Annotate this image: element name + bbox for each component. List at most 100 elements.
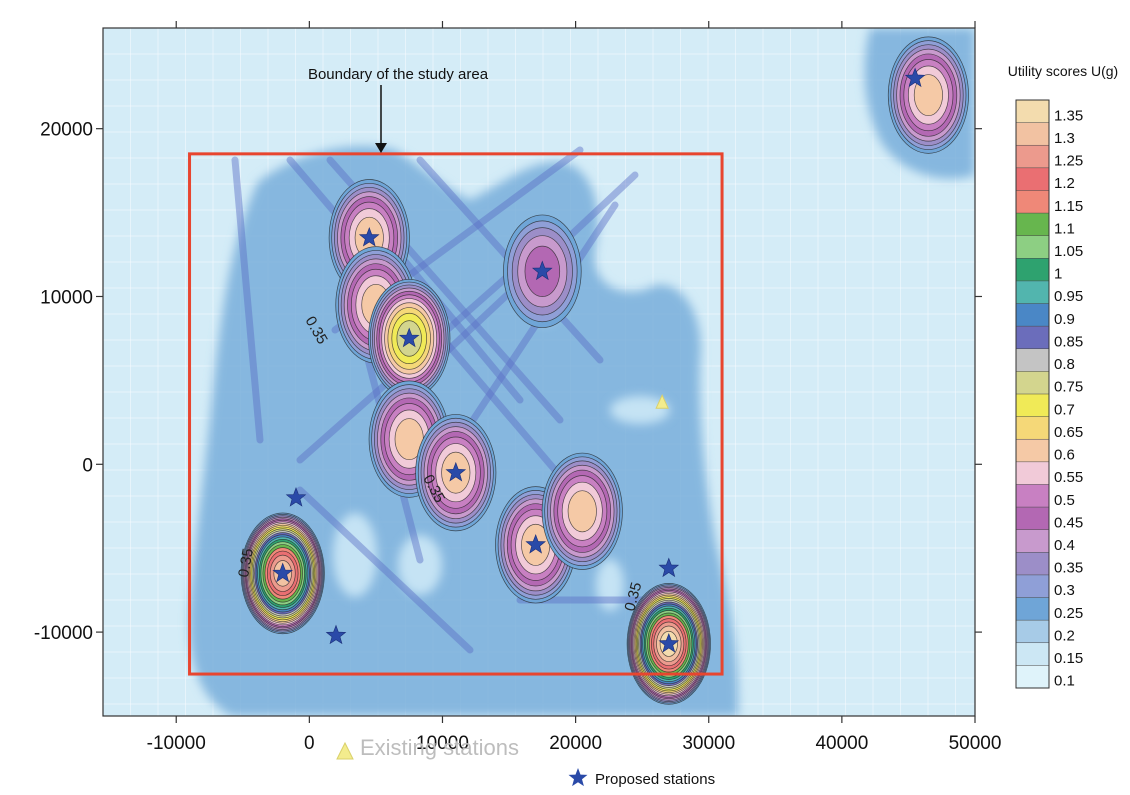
colorbar-label: 0.5 [1054,492,1075,509]
colorbar-label: 0.65 [1054,424,1083,441]
proposed-station-marker [904,67,926,88]
hole-2 [398,535,442,595]
colorbar-label: 0.7 [1054,401,1075,418]
proposed-station-marker [525,533,547,554]
contour-holes [333,307,670,611]
plot-frame [102,27,976,717]
hotspot [415,414,497,532]
colorbar-swatch [1016,574,1049,598]
colorbar-swatch [1016,665,1049,688]
axes: -10000 0 10000 20000 30000 40000 50000 -10000 0 1… [34,21,1002,754]
x-tick-label: 0 [304,733,315,754]
hole-5 [610,396,670,424]
proposed-station-marker [285,487,307,507]
colorbar: 1.35 1.3 1.25 1.2 1.15 1.1 1.05 1 0.95 0.9 0.85 0.8… [1015,99,1083,690]
colorbar-label: 0.25 [1054,605,1083,622]
proposed-station-marker [445,461,467,482]
x-tick-label: 30000 [682,733,735,754]
colorbar-label: 1.2 [1054,175,1075,192]
colorbar-label: 1.05 [1054,243,1083,260]
colorbar-swatch [1016,303,1049,327]
colorbar-label: 1.15 [1054,198,1083,215]
colorbar-swatch [1016,461,1049,485]
y-tick-label: 0 [82,455,93,476]
x-tick-label: 10000 [416,733,469,754]
colorbar-swatch [1016,145,1049,168]
colorbar-swatch [1016,394,1049,417]
colorbar-label: 0.95 [1054,288,1083,305]
colorbar-swatch [1016,122,1049,146]
colorbar-swatch [1016,348,1049,372]
colorbar-swatch [1016,529,1049,553]
y-tick-label: 10000 [40,287,93,308]
colorbar-swatch [1016,326,1049,349]
colorbar-label: 0.9 [1054,311,1075,328]
contour-label-4: 0.35 [621,580,645,613]
colorbar-title: Utility scores U(g) [1008,63,1118,79]
proposed-station-marker [658,557,680,578]
boundary-arrow-head [375,143,387,153]
existing-station-marker [655,394,669,409]
colorbar-label: 0.6 [1054,447,1075,464]
colorbar-swatch [1016,507,1049,530]
colorbar-label: 0.3 [1054,582,1075,599]
hole-1 [333,513,377,597]
proposed-station-marker [325,624,347,645]
colorbar-swatch [1016,167,1049,191]
colorbar-label: 0.8 [1054,356,1075,373]
contour-level [567,490,597,533]
colorbar-label: 1 [1054,266,1062,283]
colorbar-swatch [1016,439,1049,462]
colorbar-swatch [1016,280,1049,304]
station-markers [272,67,926,653]
existing-station-legend-icon [336,741,354,760]
contour-level [913,74,943,117]
colorbar-swatch [1016,258,1049,281]
x-tick-label: 40000 [815,733,868,754]
colorbar-swatch [1016,235,1049,259]
proposed-station-marker [358,226,380,247]
proposed-station-marker [658,632,680,653]
proposed-station-marker [398,327,420,348]
colorbar-swatch [1016,642,1049,666]
x-tick-label: 50000 [949,733,1002,754]
colorbar-label: 1.35 [1054,107,1083,124]
colorbar-swatch [1016,416,1049,440]
colorbar-swatch [1016,100,1049,123]
colorbar-label: 0.45 [1054,514,1083,531]
colorbar-swatch [1016,484,1049,508]
hotspot [541,452,623,570]
corridor-9 [231,156,264,444]
colorbar-label: 1.1 [1054,220,1075,237]
colorbar-swatch [1016,371,1049,394]
y-tick-label: -10000 [34,623,93,644]
colorbar-swatch [1016,213,1049,236]
colorbar-label: 0.85 [1054,333,1083,350]
colorbar-label: 0.1 [1054,673,1075,690]
colorbar-label: 0.4 [1054,537,1075,554]
colorbar-swatch [1016,552,1049,575]
existing-stations-legend-label: Existing stations [360,735,519,760]
colorbar-swatch [1016,620,1049,643]
colorbar-label: 1.25 [1054,153,1083,170]
y-tick-label: 20000 [40,120,93,141]
colorbar-label: 0.35 [1054,560,1083,577]
proposed-station-marker [531,260,553,281]
colorbar-swatch [1016,597,1049,621]
x-tick-label: 20000 [549,733,602,754]
study-area-boundary [188,152,724,676]
proposed-station-legend-icon [568,768,588,787]
colorbar-frame [1015,99,1050,689]
boundary-annotation: Boundary of the study area [308,66,489,83]
corridor-12 [296,486,474,654]
colorbar-label: 0.55 [1054,469,1083,486]
contour-label-3: 0.35 [235,547,257,579]
colorbar-label: 1.3 [1054,130,1075,147]
proposed-stations-legend-label: Proposed stations [595,771,715,788]
x-tick-label: -10000 [147,733,206,754]
hotspot [887,36,969,154]
colorbar-label: 0.75 [1054,379,1083,396]
colorbar-label: 0.2 [1054,627,1075,644]
